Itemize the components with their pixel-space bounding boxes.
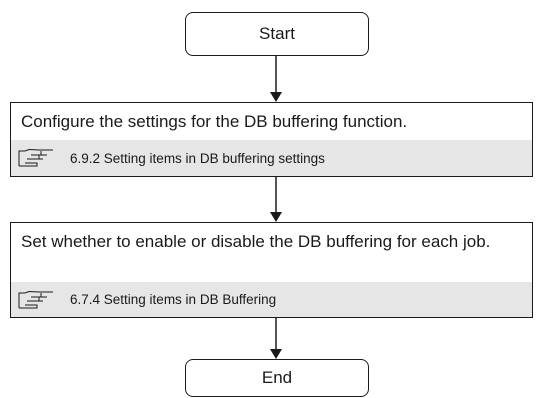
arrow-step2-to-end [270, 318, 282, 359]
arrow-start-to-step1 [270, 56, 282, 102]
pointing-hand-icon [18, 290, 53, 308]
reference-link[interactable]: 6.9.2 Setting items in DB buffering sett… [70, 150, 325, 166]
start-label: Start [259, 24, 295, 43]
step-enable-buffering: Set whether to enable or disable the DB … [10, 222, 533, 318]
pointing-hand-icon [18, 148, 53, 167]
reference-bar: 6.7.4 Setting items in DB Buffering [11, 282, 532, 317]
end-terminal: End [185, 359, 369, 397]
step-text: Set whether to enable or disable the DB … [21, 232, 491, 251]
reference-link[interactable]: 6.7.4 Setting items in DB Buffering [70, 292, 277, 307]
start-terminal: Start [185, 12, 369, 56]
step-configure-settings: Configure the settings for the DB buffer… [10, 102, 533, 177]
end-label: End [261, 368, 293, 387]
reference-bar: 6.9.2 Setting items in DB buffering sett… [11, 140, 532, 176]
step-text: Configure the settings for the DB buffer… [21, 112, 408, 131]
arrow-step1-to-step2 [270, 177, 282, 222]
